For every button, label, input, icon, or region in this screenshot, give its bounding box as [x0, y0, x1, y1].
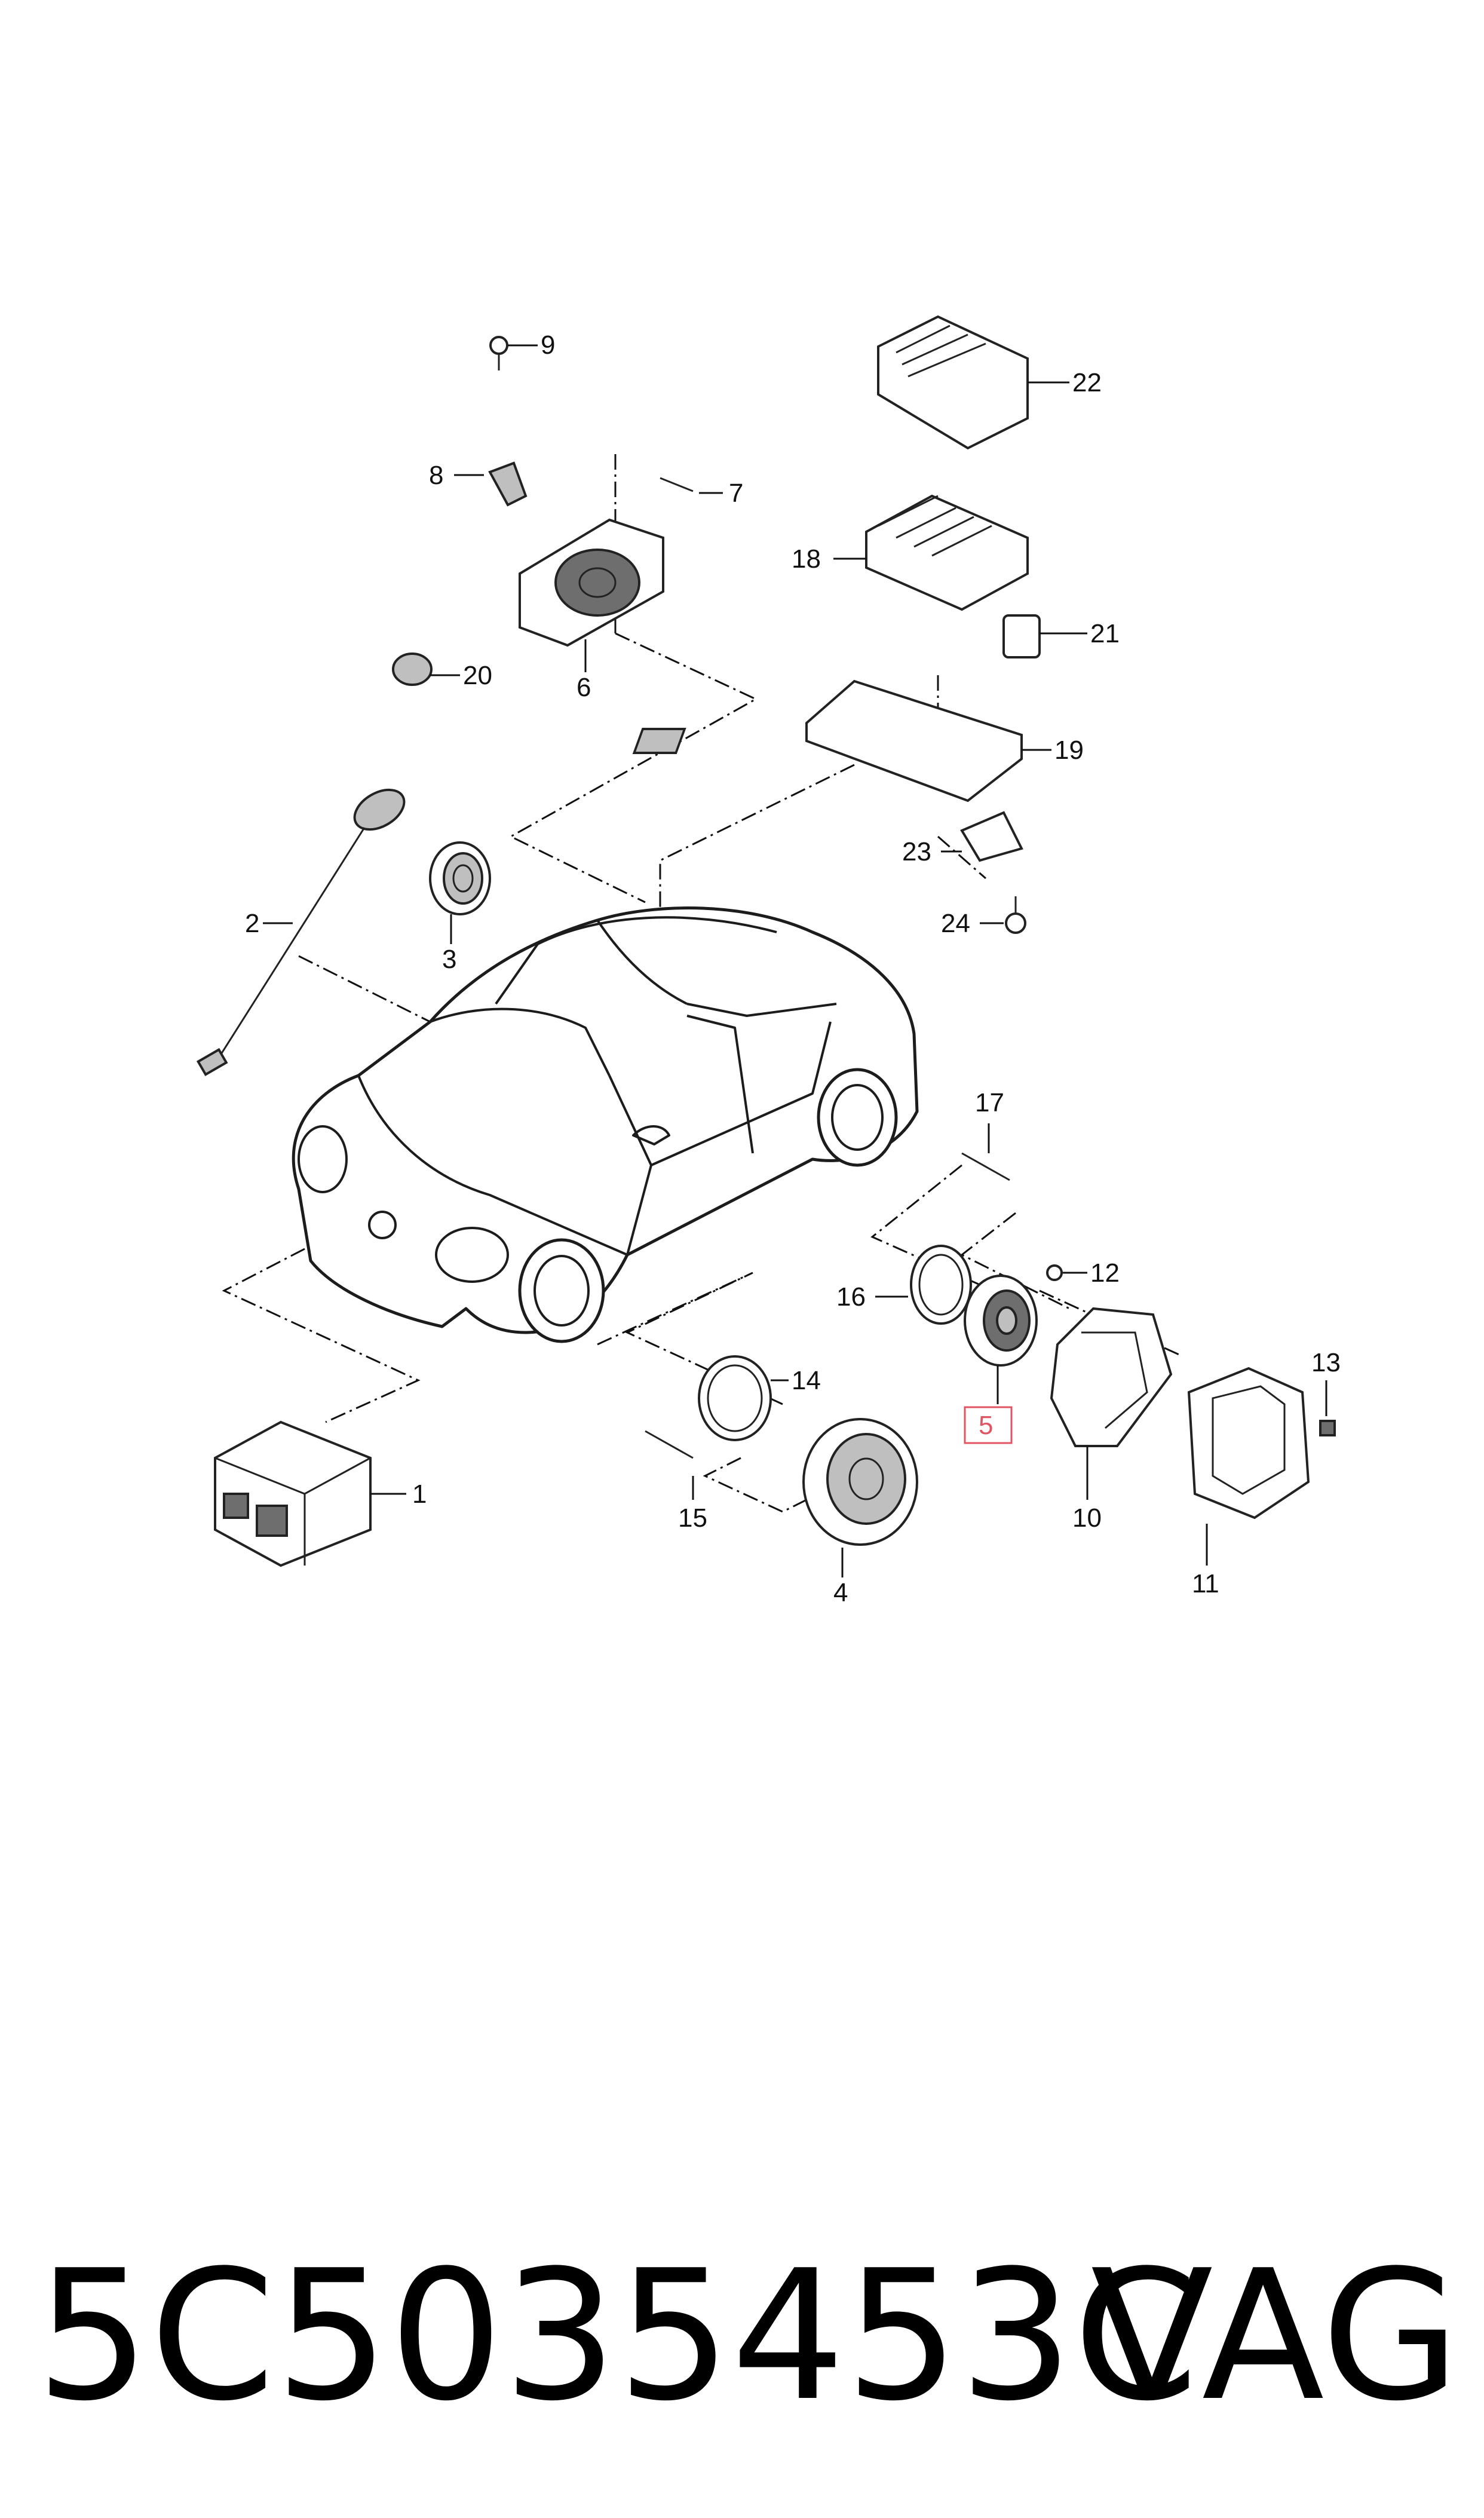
part-1-amplifier — [214, 1420, 372, 1567]
callout-label: 7 — [729, 479, 743, 508]
callout-label: 14 — [792, 1366, 821, 1395]
part-17-screw — [961, 1152, 1010, 1181]
callout-labels: 1 2 3 4 5 6 7 8 9 10 11 12 13 14 15 16 1… — [245, 330, 1341, 1607]
callout-label: 12 — [1090, 1258, 1120, 1288]
callout-label-highlighted: 5 — [979, 1411, 993, 1440]
callout-label: 15 — [678, 1503, 707, 1533]
part-4-door-speaker — [802, 1418, 918, 1546]
part-9-clip — [489, 336, 508, 370]
part-11-enclosure — [1187, 1367, 1310, 1520]
callout-label: 3 — [442, 945, 456, 974]
callout-label: 18 — [792, 544, 821, 574]
callout-label: 10 — [1072, 1503, 1102, 1533]
part-8-bracket — [488, 461, 528, 507]
brand-name: VAG — [1090, 2232, 1460, 2440]
footer: 5C5035453C VAG — [0, 2211, 1484, 2462]
part-21-connector — [1002, 614, 1041, 658]
callout-label: 6 — [577, 673, 591, 702]
callout-label: 20 — [463, 661, 492, 690]
callout-label: 24 — [941, 909, 970, 938]
callout-label: 13 — [1311, 1348, 1341, 1377]
part-3-tweeter — [429, 841, 491, 915]
callout-label: 23 — [902, 837, 931, 866]
callout-label: 16 — [836, 1282, 866, 1312]
part-2-antenna-cable — [196, 788, 406, 1076]
part-19-mounting-plate — [632, 679, 1023, 802]
part-24-screw — [1005, 896, 1026, 934]
callout-label: 11 — [1192, 1569, 1219, 1598]
highlight-box — [964, 1406, 1013, 1444]
callout-label: 1 — [412, 1479, 427, 1509]
part-22-cover — [877, 315, 1029, 450]
part-23-bracket — [960, 811, 1023, 862]
part-7-screw — [660, 477, 694, 492]
part-number: 5C5035453C — [36, 2232, 1198, 2440]
part-5-speaker — [964, 1275, 1038, 1367]
callout-label: 8 — [429, 461, 443, 490]
part-18-control-module — [865, 494, 1029, 611]
callout-leaders — [263, 344, 1327, 1577]
vehicle-illustration — [292, 906, 919, 1343]
callout-label: 19 — [1054, 736, 1084, 765]
part-14-seal-ring — [698, 1355, 772, 1441]
callout-label: 22 — [1072, 368, 1102, 397]
part-13-nut — [1319, 1420, 1336, 1436]
part-10-speaker-housing — [1050, 1307, 1173, 1447]
part-16-seal-ring — [910, 1245, 972, 1325]
callout-label: 17 — [975, 1088, 1004, 1117]
callout-label: 9 — [541, 330, 555, 360]
part-15-screw — [645, 1430, 694, 1459]
callout-label: 4 — [833, 1578, 848, 1607]
part-20-grommet — [392, 653, 433, 686]
callout-label: 2 — [245, 909, 259, 938]
callout-label: 21 — [1090, 619, 1120, 648]
part-6-center-speaker — [519, 518, 664, 647]
